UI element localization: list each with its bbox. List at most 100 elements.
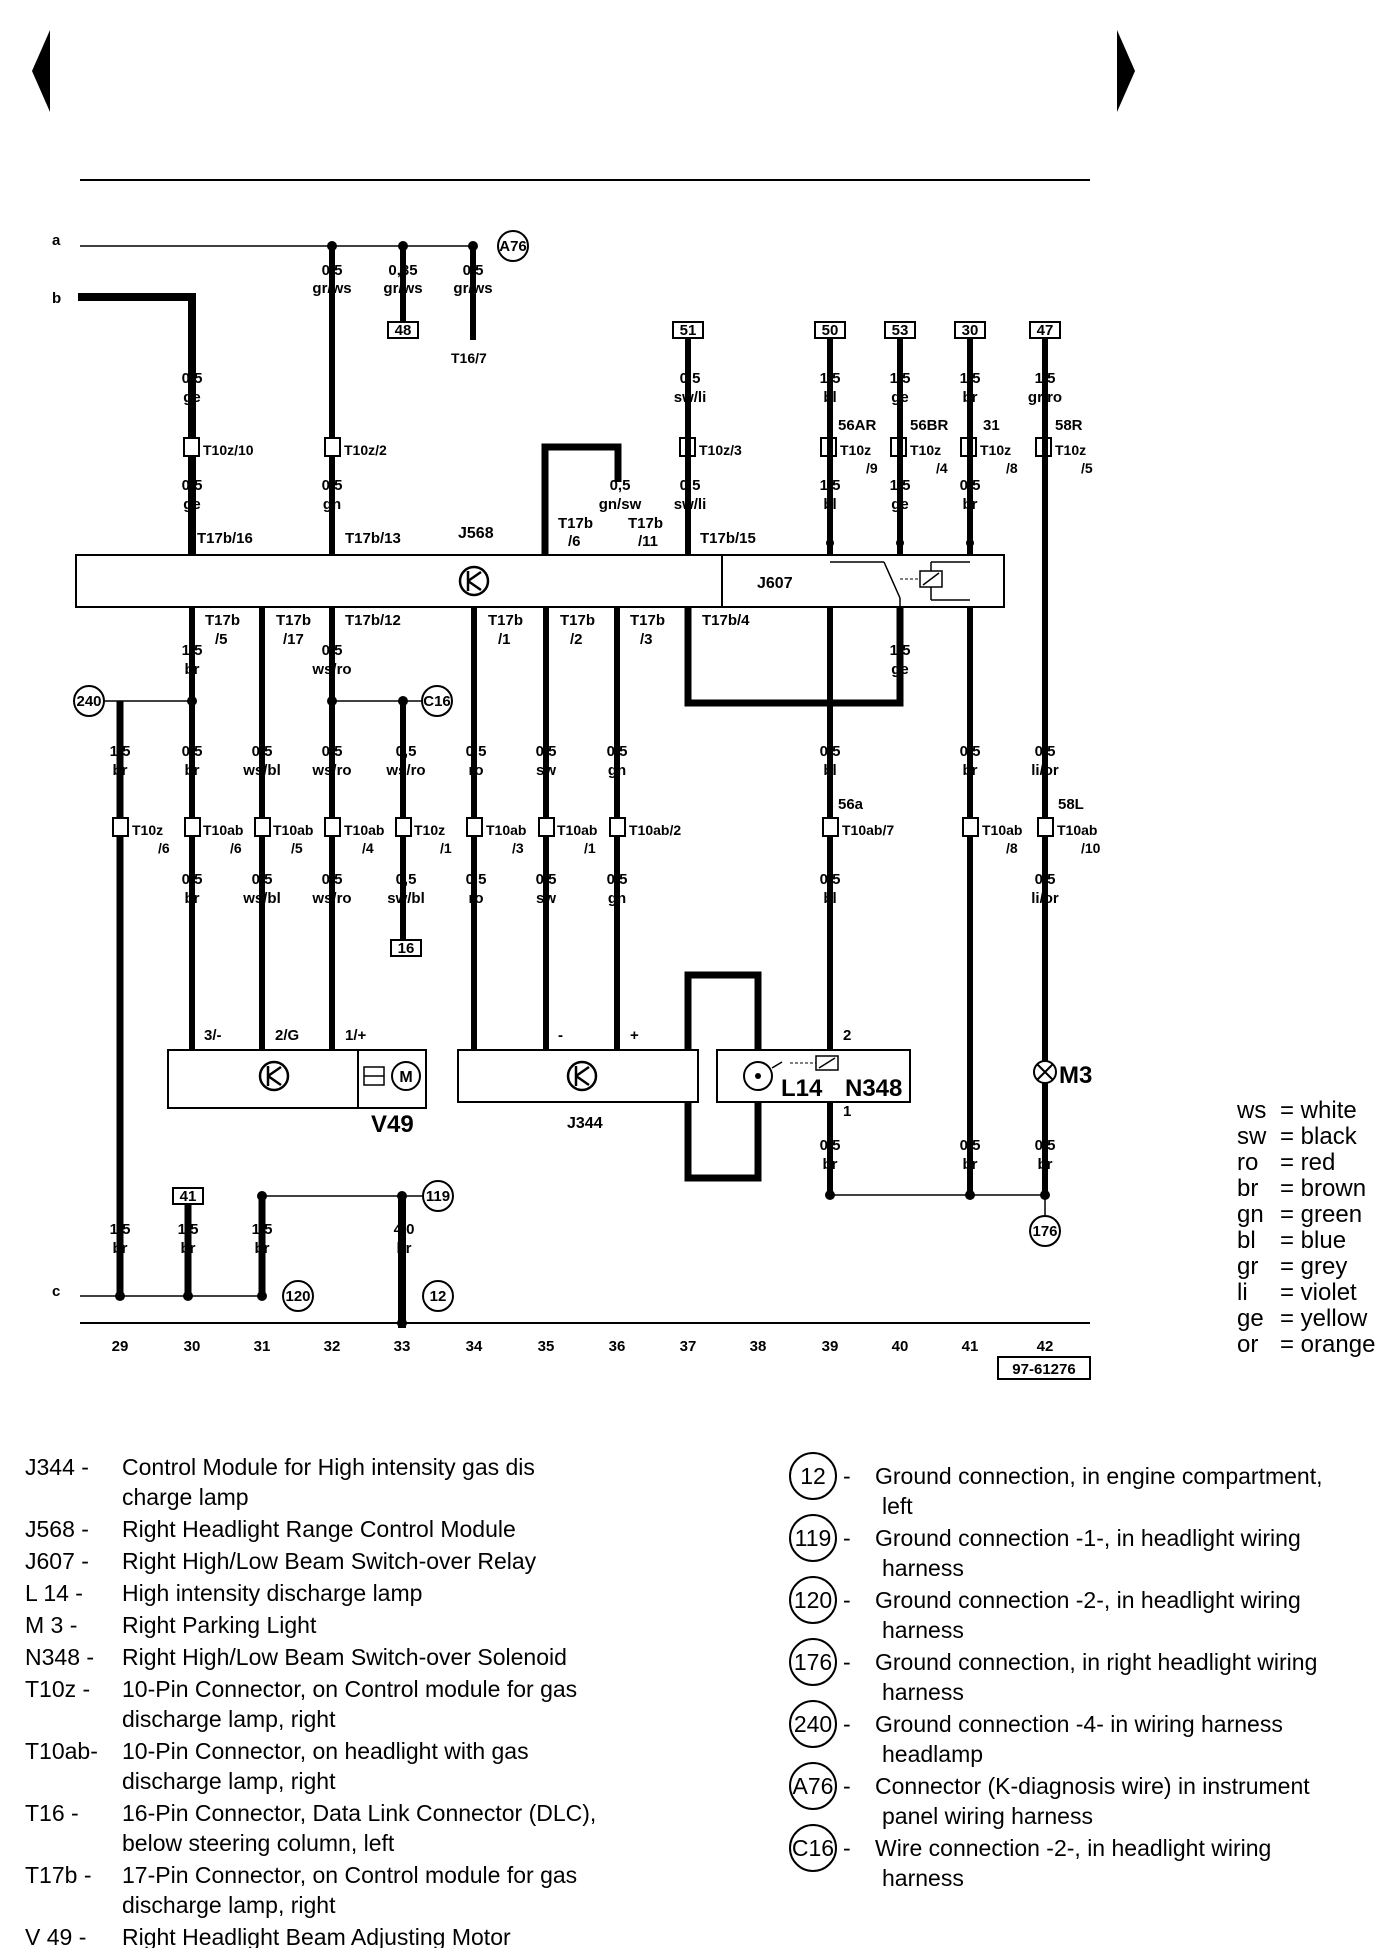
svg-text:0,5: 0,5 (396, 871, 417, 888)
track-number: 30 (184, 1338, 201, 1355)
svg-text:ge: ge (891, 389, 909, 406)
svg-text:sw/li: sw/li (674, 496, 707, 513)
legend-text: High intensity discharge lamp (122, 1580, 422, 1606)
svg-text:0,5: 0,5 (463, 262, 484, 279)
legend-text: panel wiring harness (882, 1803, 1093, 1829)
legend-ground-id: 12 (800, 1463, 826, 1489)
svg-text:1,5: 1,5 (110, 743, 131, 760)
wire-t17b4-loop (684, 607, 904, 707)
color-key-abbr: gn (1237, 1201, 1264, 1228)
color-key-abbr: ro (1237, 1149, 1258, 1176)
legend-dash: - (843, 1835, 851, 1861)
legend-ground-circle (789, 1576, 837, 1624)
svg-text:ge: ge (891, 661, 909, 678)
svg-text:T10z/2: T10z/2 (344, 442, 387, 458)
track-number: 33 (394, 1338, 411, 1355)
svg-text:50: 50 (822, 322, 839, 339)
svg-text:/5: /5 (215, 631, 228, 648)
svg-text:47: 47 (1037, 322, 1054, 339)
track-number: 38 (750, 1338, 767, 1355)
svg-text:T17b: T17b (630, 612, 665, 629)
control-module-icon (258, 1060, 290, 1092)
legend-code: T16 - (25, 1800, 79, 1826)
svg-text:br: br (181, 1240, 196, 1257)
svg-text:0,5: 0,5 (252, 871, 273, 888)
ground-12 (422, 1280, 454, 1312)
relay-16 (390, 939, 422, 957)
color-key-name: = white (1280, 1097, 1357, 1124)
svg-text:gn/sw: gn/sw (599, 496, 642, 513)
svg-text:/10: /10 (1081, 840, 1101, 856)
legend-dash: - (843, 1463, 851, 1489)
component-j568-label: J568 (458, 525, 494, 542)
svg-text:ws/bl: ws/bl (242, 890, 281, 907)
legend-text: Ground connection, in right headlight wi… (875, 1649, 1317, 1675)
component-j607-label: J607 (757, 575, 793, 592)
legend-text: 10-Pin Connector, on headlight with gas (122, 1738, 529, 1764)
svg-text:0,5: 0,5 (396, 743, 417, 760)
svg-text:/1: /1 (584, 840, 596, 856)
svg-text:0,5: 0,5 (536, 871, 557, 888)
component-j344-label: J344 (567, 1115, 603, 1132)
svg-text:0,5: 0,5 (1035, 743, 1056, 760)
ground-legend: 12-Ground connection, in engine compartm… (789, 1452, 1323, 1891)
svg-text:0,5: 0,5 (960, 743, 981, 760)
prev-page-arrow-icon[interactable] (32, 30, 50, 112)
track-number: 32 (324, 1338, 341, 1355)
svg-text:T17b: T17b (628, 515, 663, 532)
ground-a76-label: A76 (499, 238, 527, 255)
svg-text:ws/ro: ws/ro (311, 890, 351, 907)
svg-text:56a: 56a (838, 796, 864, 813)
svg-text:T17b/15: T17b/15 (700, 530, 756, 547)
svg-text:/4: /4 (936, 460, 948, 476)
svg-text:56BR: 56BR (910, 417, 949, 434)
svg-text:sw/li: sw/li (674, 389, 707, 406)
component-v49 (167, 1049, 427, 1109)
svg-text:ro: ro (469, 890, 484, 907)
legend-ground-id: 120 (794, 1587, 832, 1613)
svg-text:T17b: T17b (205, 612, 240, 629)
color-key-abbr: sw (1237, 1123, 1267, 1150)
svg-text:0,5: 0,5 (820, 743, 841, 760)
svg-text:1,5: 1,5 (960, 370, 981, 387)
module-top-pins: T17b/16 T17b/13 T17b /6 T17b /11 T17b/15 (197, 515, 756, 550)
svg-text:0,5: 0,5 (466, 871, 487, 888)
svg-text:53: 53 (892, 322, 909, 339)
bottom-right-wire-labels: 0,5 br 0,5 br 0,5 br (820, 1137, 1056, 1173)
svg-text:0,5: 0,5 (820, 1137, 841, 1154)
color-key-name: = grey (1280, 1253, 1347, 1280)
module-bottom-pins: T17b /5 T17b /17 T17b/12 T17b /1 T17b /2… (205, 612, 750, 648)
svg-text:51: 51 (680, 322, 697, 339)
svg-text:T10z: T10z (910, 442, 941, 458)
svg-text:0,5: 0,5 (182, 871, 203, 888)
svg-text:br: br (185, 762, 200, 779)
svg-text:1: 1 (843, 1103, 851, 1120)
svg-text:/3: /3 (512, 840, 524, 856)
svg-text:1,5: 1,5 (890, 370, 911, 387)
solenoid-icon (790, 1055, 839, 1071)
svg-text:0,5: 0,5 (252, 743, 273, 760)
svg-text:1,5: 1,5 (890, 477, 911, 494)
legend-text: below steering column, left (122, 1830, 395, 1856)
svg-text:58L: 58L (1058, 796, 1084, 813)
svg-text:0,5: 0,5 (820, 871, 841, 888)
legend-text: Wire connection -2-, in headlight wiring (875, 1835, 1271, 1861)
legend-code: V 49 - (25, 1924, 86, 1948)
svg-text:/17: /17 (283, 631, 304, 648)
track-number: 31 (254, 1338, 271, 1355)
svg-text:1,5: 1,5 (890, 642, 911, 659)
svg-text:gn: gn (608, 762, 626, 779)
svg-text:br: br (113, 1240, 128, 1257)
next-page-arrow-icon[interactable] (1117, 30, 1135, 112)
legend-text: Ground connection -1-, in headlight wiri… (875, 1525, 1301, 1551)
svg-text:120: 120 (285, 1288, 310, 1305)
legend-text: discharge lamp, right (122, 1768, 336, 1794)
svg-text:ws/ro: ws/ro (311, 762, 351, 779)
svg-text:br: br (963, 496, 978, 513)
legend-text: charge lamp (122, 1484, 249, 1510)
component-l14-n348 (716, 1049, 911, 1103)
svg-text:0,5: 0,5 (607, 743, 628, 760)
svg-text:ge: ge (183, 496, 201, 513)
